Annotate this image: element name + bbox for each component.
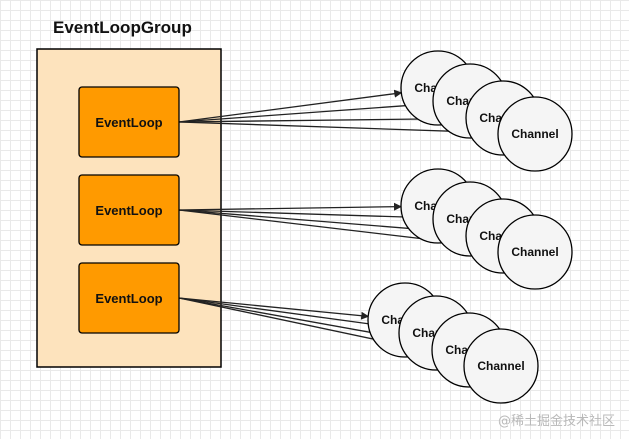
- arrow-eventloop-1-channel-2: [178, 100, 435, 123]
- channel-circle: [463, 328, 539, 404]
- channels-layer: ChannelChannelChannelChannelChannelChann…: [367, 50, 573, 404]
- channel-3-4: Channel: [463, 328, 539, 404]
- event-loop-label: EventLoop: [95, 291, 162, 306]
- channel-1-4: Channel: [497, 96, 573, 172]
- event-loop-box: [78, 86, 180, 158]
- event-loop-1: EventLoop: [78, 86, 180, 158]
- event-loop-box: [78, 262, 180, 334]
- arrow-eventloop-1-channel-4: [178, 121, 499, 137]
- channel-2-4: Channel: [497, 214, 573, 290]
- arrow-eventloop-2-channel-1: [178, 202, 402, 211]
- channel-label: Channel: [511, 245, 558, 259]
- channel-label: Channel: [511, 127, 558, 141]
- event-loop-box: [78, 174, 180, 246]
- arrow-eventloop-2-channel-2: [178, 209, 434, 222]
- event-loop-3: EventLoop: [78, 262, 180, 334]
- arrow-eventloop-1-channel-1: [178, 89, 403, 123]
- watermark: @稀土掘金技术社区: [497, 414, 615, 429]
- event-loop-label: EventLoop: [95, 115, 162, 130]
- channel-label: Channel: [477, 359, 524, 373]
- event-loop-2: EventLoop: [78, 174, 180, 246]
- arrow-eventloop-3-channel-1: [178, 297, 370, 320]
- group-title: EventLoopGroup: [53, 18, 192, 37]
- arrow-eventloop-3-channel-2: [178, 297, 401, 332]
- channel-circle: [497, 96, 573, 172]
- channel-circle: [497, 214, 573, 290]
- event-loop-label: EventLoop: [95, 203, 162, 218]
